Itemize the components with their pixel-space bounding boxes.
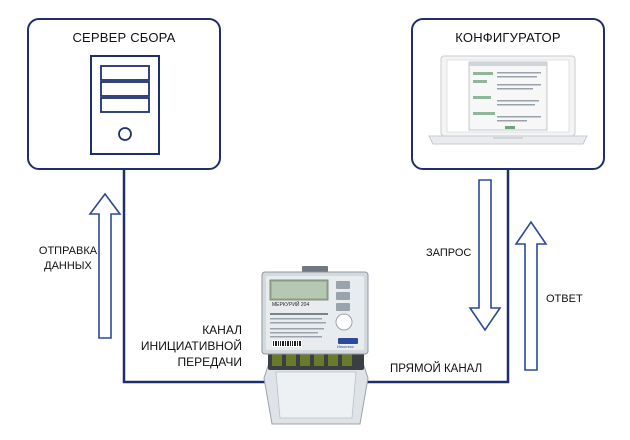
initiative-channel-line <box>122 168 270 384</box>
configurator-box: КОНФИГУРАТОР <box>411 18 605 170</box>
server-title: СЕРВЕР СБОРА <box>72 30 176 45</box>
request-label: ЗАПРОС <box>426 247 472 259</box>
response-arrow <box>514 220 548 371</box>
meter-model-label: МЕРКУРИЙ 204 <box>272 302 310 308</box>
direct-channel-label: ПРЯМОЙ КАНАЛ <box>390 363 483 375</box>
configurator-title: КОНФИГУРАТОР <box>455 30 561 45</box>
server-box: СЕРВЕР СБОРА <box>27 18 221 170</box>
initiative-channel-label: КАНАЛ ИНИЦИАТИВНОЙ ПЕРЕДАЧИ <box>140 323 242 369</box>
laptop-icon <box>427 55 588 144</box>
electricity-meter <box>261 266 369 425</box>
send-data-label: ОТПРАВКА ДАННЫХ <box>38 245 98 272</box>
meter-brand-label: Инкотекс <box>337 344 354 349</box>
send-data-arrow <box>88 192 122 339</box>
direct-channel-line <box>362 168 510 384</box>
response-label: ОТВЕТ <box>546 293 583 305</box>
request-arrow <box>468 179 502 332</box>
server-icon <box>89 54 160 155</box>
